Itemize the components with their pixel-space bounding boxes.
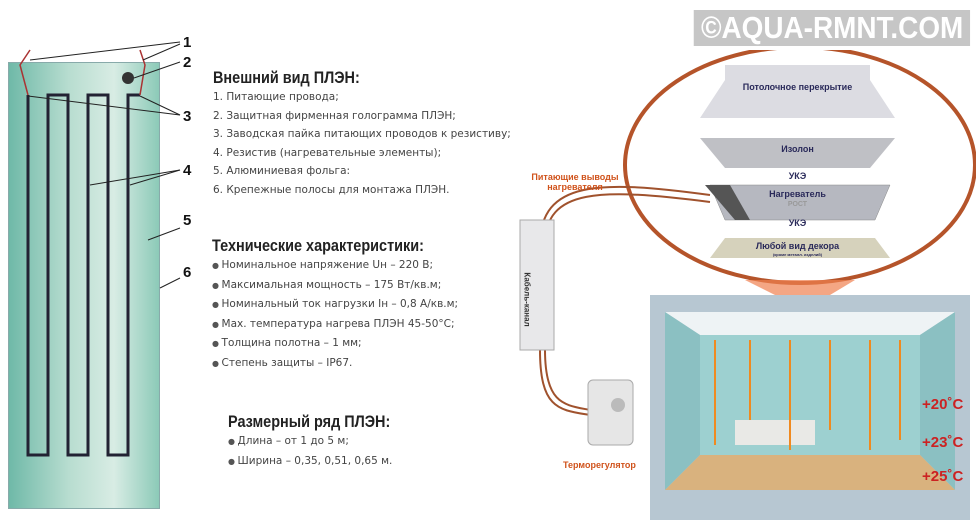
list-item: Ширина – 0,35, 0,51, 0,65 м. (228, 452, 419, 472)
layer-decor: Любой вид декора (755, 241, 840, 251)
specs-section: Технические характеристики: Номинальное … (212, 236, 461, 373)
installation-diagram (519, 50, 976, 520)
appearance-section: Внешний вид ПЛЭН: 1. Питающие провода; 2… (213, 68, 511, 199)
appearance-title: Внешний вид ПЛЭН: (213, 68, 360, 87)
layer-izolon: Изолон (781, 144, 814, 154)
specs-title: Технические характеристики: (212, 236, 424, 255)
film-resistor-illustration (19, 41, 181, 457)
list-item: Длина – от 1 до 5 м; (228, 432, 419, 452)
callout-3: 3 (183, 108, 192, 125)
layer-ceiling: Потолочное перекрытие (742, 82, 853, 92)
callout-5: 5 (183, 212, 192, 229)
temperature-middle: +23˚C (922, 434, 964, 451)
list-item: 4. Резистив (нагревательные элементы); (213, 146, 442, 159)
list-item: Номинальный ток нагрузки Iн – 0,8 А/кв.м… (212, 295, 461, 315)
list-item: 1. Питающие провода; (213, 91, 339, 103)
layer-uke-top: УКЭ (788, 171, 807, 181)
layer-heater-brand: РОСТ (787, 201, 808, 208)
callout-1: 1 (183, 34, 192, 51)
list-item: 5. Алюминиевая фольга: (213, 165, 351, 177)
list-item: Степень защиты – IP67. (212, 354, 461, 374)
list-item: Номинальное напряжение Uн – 220 В; (212, 256, 461, 276)
sizes-section: Размерный ряд ПЛЭН: Длина – от 1 до 5 м;… (228, 412, 419, 471)
watermark: ©AQUA-RMNT.COM (693, 10, 970, 46)
list-item: 3. Заводская пайка питающих проводов к р… (213, 128, 511, 140)
supply-leads-label: Питающие выводы нагревателя (531, 172, 619, 192)
list-item: Толщина полотна – 1 мм; (212, 334, 461, 354)
temperature-lower: +25˚C (922, 468, 964, 485)
list-item: 6. Крепежные полосы для монтажа ПЛЭН. (213, 183, 450, 196)
list-item: Мах. температура нагрева ПЛЭН 45-50°С; (212, 315, 461, 335)
layer-decor-note: (кроме металл. изделий) (772, 252, 823, 257)
film-panel (8, 62, 160, 509)
layer-heater: Нагреватель (769, 189, 826, 199)
thermostat-label: Терморегулятор (563, 460, 636, 470)
temperature-upper: +20˚C (922, 396, 964, 413)
sizes-title: Размерный ряд ПЛЭН: (228, 412, 391, 431)
list-item: Максимальная мощность – 175 Вт/кв.м; (212, 276, 461, 296)
list-item: 2. Защитная фирменная голограмма ПЛЭН; (213, 109, 456, 122)
layer-uke-bottom: УКЭ (788, 218, 807, 228)
callout-2: 2 (183, 54, 192, 71)
callout-6: 6 (183, 264, 192, 281)
cable-channel-label: Кабель-канал (522, 272, 532, 327)
callout-4: 4 (183, 162, 192, 179)
